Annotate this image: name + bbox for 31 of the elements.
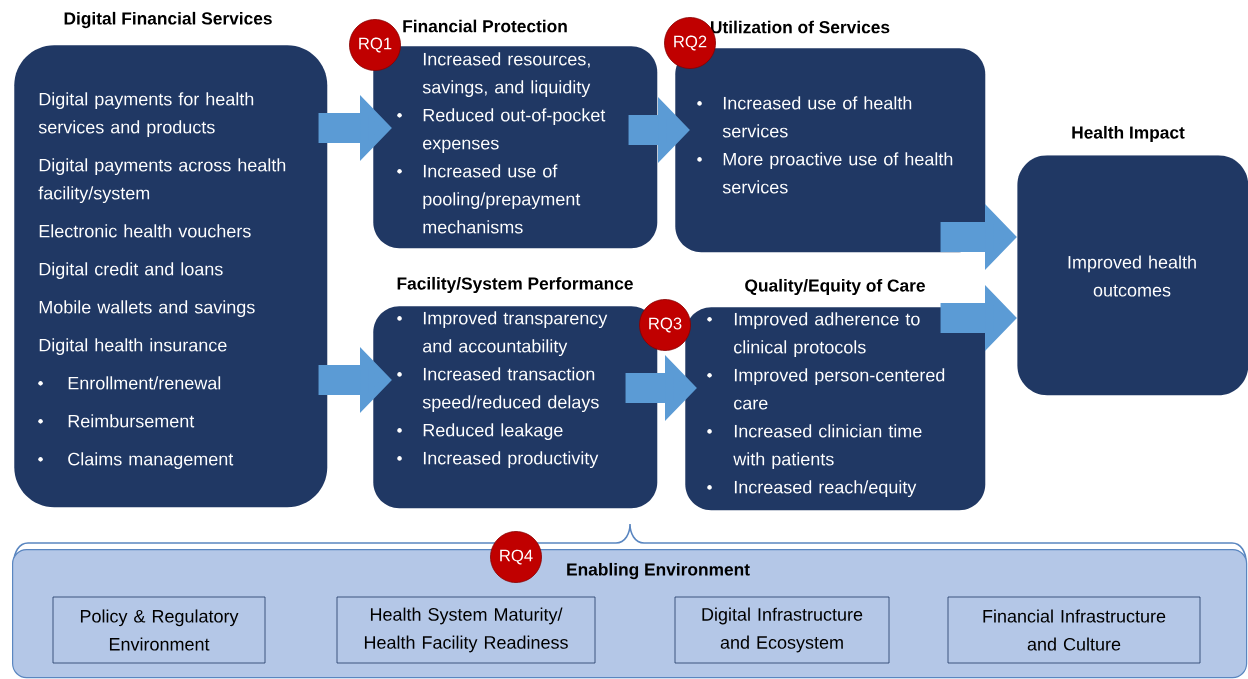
process-box: Improved health outcomes — [1017, 155, 1248, 396]
factor-box: Digital Infrastructure and Ecosystem — [674, 596, 890, 664]
node-label: Improved transparency and accountability — [423, 311, 608, 357]
node-label: Mobile wallets and savings — [39, 300, 255, 318]
node-label: Enrollment/renewal — [68, 376, 221, 390]
node-label: Increased transaction speed/reduced delays — [422, 367, 599, 413]
factor-box: Financial Infrastructure and Culture — [947, 596, 1201, 664]
node-label: Digital health insurance — [39, 338, 227, 356]
node-label: Increased clinician time with patients — [733, 424, 922, 470]
rq-badge: RQ3 — [639, 299, 691, 351]
node-label: Reduced leakage — [423, 423, 563, 441]
process-box: Digital payments for health services and products Digital payments across health facility/system Electronic health vouchers Digital credit and loans Mobile wallets and savings Digital health insurance Enrollment/renewal Reimbursement Claims management — [14, 45, 328, 508]
box-heading: Health Impact — [1072, 125, 1185, 143]
box-heading: Financial Protection — [403, 19, 567, 33]
node-label: Reimbursement — [68, 414, 195, 428]
rq-badge: RQ4 — [490, 531, 542, 583]
node-label: Digital credit and loans — [39, 262, 223, 280]
factor-box: Policy & Regulatory Environment — [52, 596, 266, 664]
box-heading: Digital Financial Services — [64, 11, 272, 29]
node-label: Digital payments for health services and products — [38, 92, 254, 138]
node-label: Improved adherence to clinical protocols — [734, 312, 920, 358]
process-box: Improved adherence to clinical protocols Improved person-centered care Increased clinician time with patients Increased reach/equity — [685, 307, 986, 511]
node-label: Claims management — [68, 452, 234, 470]
node-label: Increased productivity — [423, 451, 599, 469]
node-label: Increased reach/equity — [734, 480, 917, 498]
node-label: Electronic health vouchers — [39, 224, 251, 238]
box-heading: Quality/Equity of Care — [745, 278, 925, 296]
box-heading: Facility/System Performance — [397, 276, 633, 294]
node-label: Digital payments across health facility/system — [38, 158, 286, 204]
node-label: Improved person-centered care — [734, 368, 945, 410]
factor-box: Health System Maturity/ Health Facility Readiness — [336, 596, 596, 664]
